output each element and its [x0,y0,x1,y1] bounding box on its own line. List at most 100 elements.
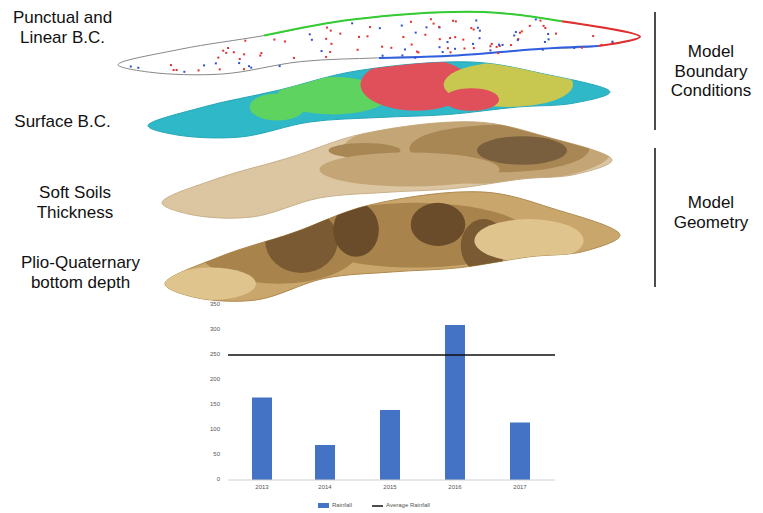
map-zone [165,268,256,300]
average-line [228,354,555,356]
punctual-bc [404,48,406,50]
year-label: 2016 [440,484,470,491]
punctual-bc [176,69,178,71]
punctual-bc [519,32,521,34]
punctual-bc [414,57,416,59]
punctual-bc [450,51,452,53]
axis-line [228,480,555,481]
punctual-bc [510,44,512,46]
rainfall-bar [445,325,465,480]
punctual-bc [455,20,457,22]
punctual-bc [411,44,413,46]
map-zone [265,208,338,273]
linear-bc [379,46,598,58]
punctual-bc [473,29,475,31]
map-zone [474,219,583,262]
map-zone [411,203,466,246]
rainfall-bar [315,445,335,480]
punctual-bc [369,26,371,28]
punctual-bc [543,25,545,27]
punctual-bc [439,26,441,28]
punctual-bc [390,47,392,49]
axis-tick-label: 350 [200,301,220,308]
punctual-bc [473,47,475,49]
punctual-bc [284,40,286,42]
punctual-bc [472,43,474,45]
axis-tick-label: 150 [200,401,220,408]
punctual-bc [470,27,472,29]
bar-chart [252,325,530,480]
punctual-bc [430,18,432,20]
punctual-bc [198,69,200,71]
map-layer [118,12,640,75]
punctual-bc [581,47,583,49]
axis-tick-label: 0 [200,476,220,483]
punctual-bc [529,25,531,27]
punctual-bc [243,68,245,70]
layer-label: Plio-Quaternary bottom depth [3,253,158,292]
punctual-bc [447,47,449,49]
punctual-bc [454,36,456,38]
punctual-bc [339,33,341,35]
layer-label: Model Geometry [662,193,760,232]
punctual-bc [489,45,491,47]
punctual-bc [433,23,435,25]
punctual-bc [357,49,359,51]
punctual-bc [321,50,323,52]
punctual-bc [259,55,261,57]
punctual-bc [496,46,498,48]
year-label: 2015 [375,484,405,491]
punctual-bc [238,62,240,64]
punctual-bc [325,38,327,40]
punctual-bc [544,41,546,43]
punctual-bc [415,32,417,34]
punctual-bc [367,35,369,37]
layer-label: Soft Soils Thickness [5,183,145,222]
punctual-bc [542,49,544,51]
punctual-bc [330,30,332,32]
punctual-bc [592,35,594,37]
year-label: 2017 [505,484,535,491]
punctual-bc [475,19,477,21]
layer-label: Model Boundary Conditions [662,42,760,101]
punctual-bc [479,37,481,39]
axis-tick-label: 100 [200,426,220,433]
layer-label: Punctual and Linear B.C. [5,8,120,47]
punctual-bc [491,43,493,45]
punctual-bc [424,34,426,36]
punctual-bc [219,68,221,70]
punctual-bc [517,39,519,41]
axis-tick-label: 250 [200,351,220,358]
year-label: 2013 [247,484,277,491]
map-zone [320,152,500,186]
punctual-bc [130,65,132,67]
punctual-bc [439,38,441,40]
punctual-bc [521,30,523,32]
axis-tick-label: 300 [200,326,220,333]
punctual-bc [203,64,205,66]
rainfall-bar [252,398,272,481]
punctual-bc [244,40,246,42]
punctual-bc [452,20,454,22]
punctual-bc [293,57,295,59]
punctual-bc [410,21,412,23]
punctual-bc [547,33,549,35]
punctual-bc [477,27,479,29]
axis-tick-label: 200 [200,376,220,383]
bracket [654,12,656,130]
punctual-bc [515,31,517,33]
legend-line [372,505,383,507]
punctual-bc [502,44,504,46]
punctual-bc [222,50,224,52]
punctual-bc [497,52,499,54]
punctual-bc [548,38,550,40]
punctual-bc [325,56,327,58]
punctual-bc [215,62,217,64]
map-zone [250,94,305,121]
punctual-bc [438,26,440,28]
punctual-bc [449,37,451,39]
map-zone [444,88,499,111]
axis-tick-label: 50 [200,451,220,458]
punctual-bc [250,67,252,69]
legend-swatch [318,503,329,508]
